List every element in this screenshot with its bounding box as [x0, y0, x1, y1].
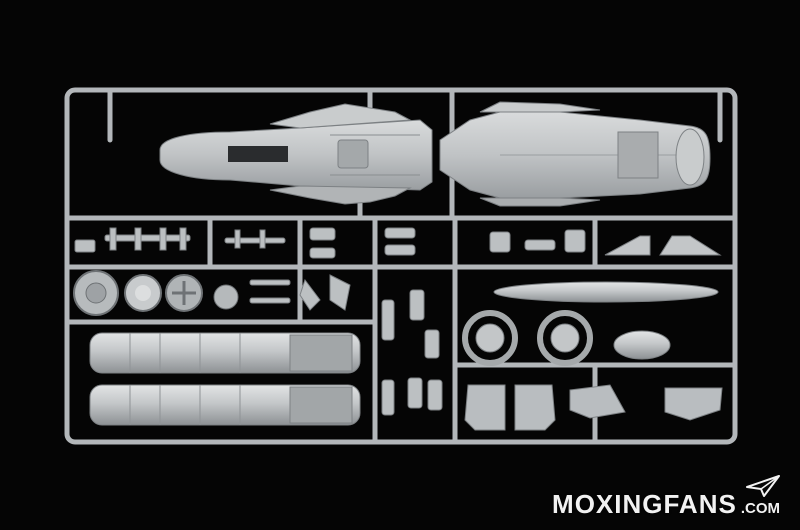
watermark-brand: MOXINGFANS	[552, 489, 737, 519]
engine-parts	[89, 332, 361, 426]
tail-fin-parts	[604, 235, 722, 256]
small-parts-upper	[74, 227, 586, 259]
landing-gear-wheels	[462, 310, 671, 366]
intake-panel-parts	[464, 384, 723, 431]
small-parts-middle	[249, 274, 443, 416]
front-fuselage-part	[159, 103, 433, 205]
watermark: MOXINGFANS .COM	[552, 475, 780, 520]
rear-fuselage-part	[439, 101, 711, 207]
watermark-suffix: .COM	[740, 500, 780, 517]
wheel-parts	[73, 270, 239, 316]
paper-plane-icon	[746, 475, 780, 497]
fuel-tank-part	[493, 281, 719, 303]
